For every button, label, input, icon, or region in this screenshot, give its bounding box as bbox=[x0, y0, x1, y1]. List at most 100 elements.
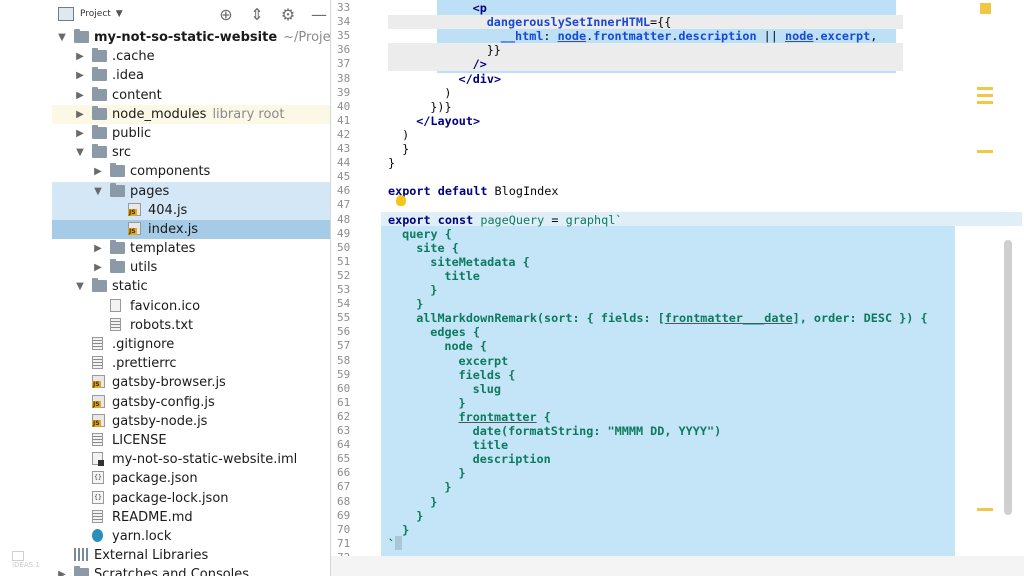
code-line[interactable] bbox=[381, 198, 974, 212]
project-view-selector[interactable]: Project bbox=[80, 9, 111, 19]
code-line[interactable]: fields { bbox=[381, 368, 974, 382]
tree-item[interactable]: favicon.ico bbox=[52, 297, 330, 316]
crosshair-icon[interactable]: ⊕ bbox=[219, 4, 233, 24]
code-line[interactable]: } bbox=[381, 480, 974, 494]
tree-item[interactable]: gatsby-browser.js bbox=[52, 373, 330, 392]
lightbulb-icon[interactable] bbox=[396, 195, 406, 206]
tree-item[interactable]: ▶utils bbox=[52, 258, 330, 277]
chevron-right-icon[interactable]: ▶ bbox=[94, 243, 102, 255]
tree-item[interactable]: External Libraries bbox=[52, 546, 330, 565]
chevron-right-icon[interactable]: ▶ bbox=[58, 569, 66, 576]
chevron-down-icon[interactable]: ▼ bbox=[76, 281, 84, 293]
tree-item[interactable]: ▶public bbox=[52, 124, 330, 143]
code-line[interactable]: } bbox=[381, 523, 974, 537]
code-line[interactable]: export default BlogIndex bbox=[381, 184, 974, 198]
code-line[interactable]: /> bbox=[381, 57, 974, 71]
tree-item[interactable]: ▼my-not-so-static-website~/Projekte/ bbox=[52, 28, 330, 47]
code-line[interactable]: } bbox=[381, 297, 974, 311]
code-line[interactable]: <p bbox=[381, 1, 974, 15]
warning-marker[interactable] bbox=[977, 87, 993, 90]
code-line[interactable]: site { bbox=[381, 241, 974, 255]
collapse-icon[interactable]: ⇕ bbox=[250, 4, 264, 24]
warning-marker[interactable] bbox=[977, 508, 993, 511]
code-line[interactable]: description bbox=[381, 452, 974, 466]
code-line[interactable]: ) bbox=[381, 128, 974, 142]
tree-item[interactable]: ▼static bbox=[52, 277, 330, 296]
warning-marker[interactable] bbox=[977, 150, 993, 153]
code-line[interactable]: } bbox=[381, 142, 974, 156]
chevron-down-icon[interactable]: ▼ bbox=[94, 185, 102, 197]
tree-item[interactable]: ▶.cache bbox=[52, 47, 330, 66]
chevron-down-icon[interactable]: ▼ bbox=[76, 147, 84, 159]
code-line[interactable]: dangerouslySetInnerHTML={{ bbox=[381, 15, 974, 29]
code-line[interactable]: title bbox=[381, 269, 974, 283]
code-line[interactable]: </div> bbox=[381, 72, 974, 86]
tree-item[interactable]: .gitignore bbox=[52, 335, 330, 354]
code-line[interactable]: node { bbox=[381, 339, 974, 353]
editor-scrollbar[interactable] bbox=[1004, 240, 1012, 515]
chevron-right-icon[interactable]: ▶ bbox=[94, 262, 102, 274]
code-token: graphql` bbox=[565, 212, 623, 227]
tree-item[interactable]: LICENSE bbox=[52, 431, 330, 450]
code-line[interactable]: } bbox=[381, 466, 974, 480]
tree-item[interactable]: index.js bbox=[52, 219, 330, 240]
chevron-down-icon[interactable]: ▼ bbox=[115, 9, 123, 19]
tree-item[interactable]: ▶templates bbox=[52, 239, 330, 258]
gear-icon[interactable]: ⚙ bbox=[280, 4, 296, 24]
tree-item[interactable]: gatsby-node.js bbox=[52, 412, 330, 431]
chevron-right-icon[interactable]: ▶ bbox=[76, 89, 84, 101]
tree-item[interactable]: robots.txt bbox=[52, 316, 330, 335]
inspection-marker[interactable] bbox=[980, 3, 991, 14]
line-number: 41 bbox=[337, 113, 351, 127]
code-line[interactable]: edges { bbox=[381, 325, 974, 339]
tree-item[interactable]: {}package.json bbox=[52, 469, 330, 488]
code-line[interactable]: } bbox=[381, 509, 974, 523]
chevron-right-icon[interactable]: ▶ bbox=[76, 51, 84, 63]
code-line[interactable]: ) bbox=[381, 86, 974, 100]
chevron-right-icon[interactable]: ▶ bbox=[76, 70, 84, 82]
code-line[interactable]: excerpt bbox=[381, 354, 974, 368]
chevron-right-icon[interactable]: ▶ bbox=[76, 108, 84, 120]
code-line[interactable]: ` bbox=[381, 537, 974, 551]
code-line[interactable]: } bbox=[381, 495, 974, 509]
code-line[interactable]: }} bbox=[381, 43, 974, 57]
tree-item[interactable]: ▶Scratches and Consoles bbox=[52, 565, 330, 576]
code-line[interactable]: frontmatter { bbox=[381, 410, 974, 424]
tree-item[interactable]: {}package-lock.json bbox=[52, 489, 330, 508]
code-line[interactable]: date(formatString: "MMMM DD, YYYY") bbox=[381, 424, 974, 438]
code-line[interactable]: query { bbox=[381, 227, 974, 241]
code-line[interactable]: title bbox=[381, 438, 974, 452]
tree-item[interactable]: my-not-so-static-website.iml bbox=[52, 450, 330, 469]
code-line[interactable]: siteMetadata { bbox=[381, 255, 974, 269]
code-line[interactable]: slug bbox=[381, 382, 974, 396]
error-stripe[interactable] bbox=[972, 0, 1024, 576]
tree-item[interactable]: ▼pages bbox=[52, 181, 330, 201]
code-line[interactable]: } bbox=[381, 396, 974, 410]
tree-item[interactable]: ▶components bbox=[52, 162, 330, 181]
code-line[interactable]: } bbox=[381, 283, 974, 297]
tree-item[interactable]: 404.js bbox=[52, 200, 330, 220]
tree-item[interactable]: README.md bbox=[52, 508, 330, 527]
code-line[interactable]: } bbox=[381, 156, 974, 170]
warning-marker[interactable] bbox=[977, 94, 993, 97]
tree-item[interactable]: ▼src bbox=[52, 143, 330, 162]
chevron-right-icon[interactable]: ▶ bbox=[76, 127, 84, 139]
chevron-right-icon[interactable]: ▶ bbox=[94, 166, 102, 178]
tree-item[interactable]: .prettierrc bbox=[52, 354, 330, 373]
code-line[interactable]: </Layout> bbox=[381, 114, 974, 128]
tree-item[interactable]: ▶content bbox=[52, 86, 330, 105]
minimize-icon[interactable]: — bbox=[311, 4, 327, 24]
code-line[interactable]: allMarkdownRemark(sort: { fields: [front… bbox=[381, 311, 974, 325]
code-line[interactable]: })} bbox=[381, 100, 974, 114]
code-line[interactable]: export const pageQuery = graphql` bbox=[381, 213, 974, 227]
warning-marker[interactable] bbox=[977, 101, 993, 104]
code-line[interactable]: __html: node.frontmatter.description || … bbox=[381, 29, 974, 43]
code-line[interactable] bbox=[381, 170, 974, 184]
tree-item[interactable]: yarn.lock bbox=[52, 527, 330, 546]
tree-item[interactable]: gatsby-config.js bbox=[52, 393, 330, 412]
chevron-down-icon[interactable]: ▼ bbox=[58, 32, 66, 43]
tree-item[interactable]: ▶.idea bbox=[52, 66, 330, 85]
